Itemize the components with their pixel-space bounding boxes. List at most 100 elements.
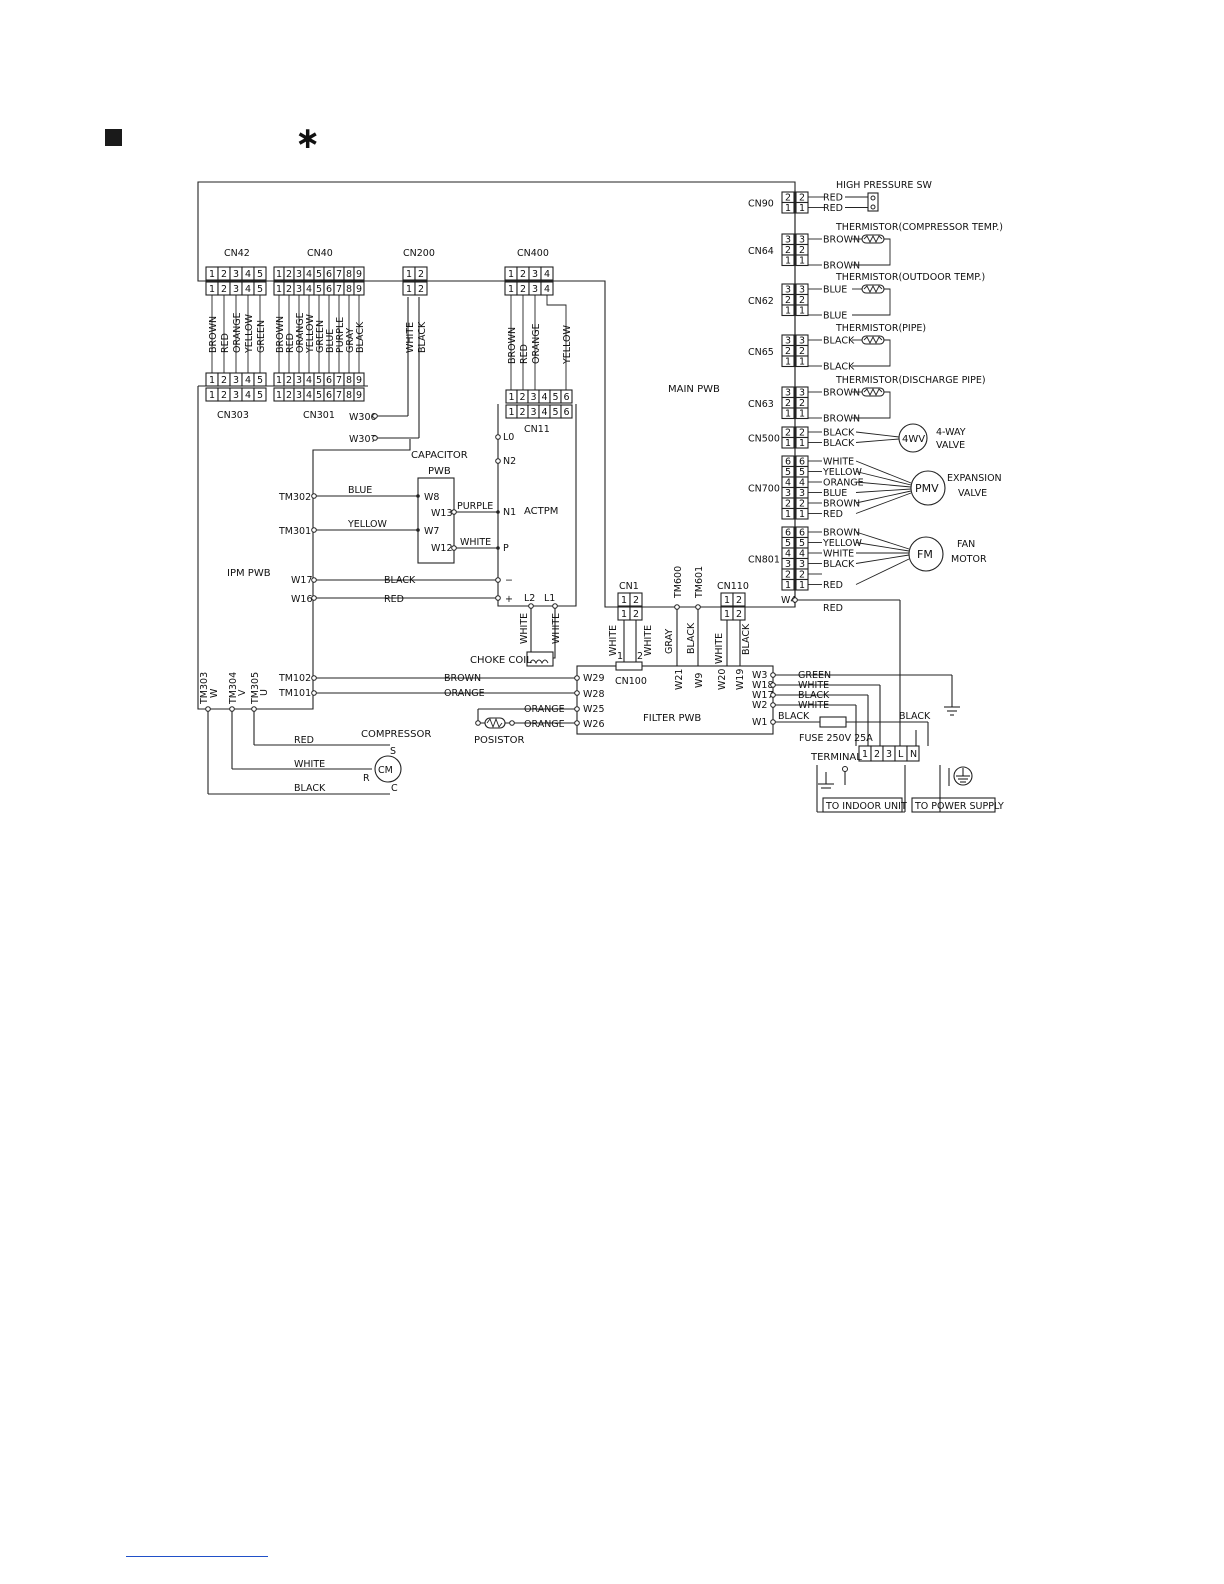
pin-number: 8 — [346, 284, 352, 295]
cn303-label: CN303 — [217, 410, 249, 421]
pin-number: 3 — [296, 390, 302, 401]
pin-number: 4 — [245, 375, 251, 386]
pin-number: 3 — [785, 235, 791, 246]
pin-number: 1 — [621, 595, 627, 606]
filter-pwb-box — [576, 665, 774, 735]
expansion-valve-symbol — [910, 470, 946, 506]
pin-number: 5 — [553, 407, 559, 418]
tm600-label: TM600 — [673, 566, 684, 599]
tm601-label: TM601 — [694, 566, 705, 599]
pin-number: 2 — [221, 390, 227, 401]
s-label: S — [390, 746, 396, 757]
wire-color-label: BLACK — [417, 321, 428, 353]
w20-label: W20 — [717, 669, 728, 690]
wire-color-label: BROWN — [823, 414, 860, 425]
wire-white-l1-label: WHITE — [551, 613, 562, 644]
wire-gray-label: GRAY — [664, 629, 675, 654]
w19-label: W19 — [735, 669, 746, 690]
pin-number: 1 — [799, 438, 805, 449]
wire-color-label: WHITE — [823, 457, 854, 468]
pin-number: 2 — [633, 609, 639, 620]
pin-number: 2 — [785, 346, 791, 357]
pin-number: 2 — [286, 284, 292, 295]
pin-number: 7 — [336, 375, 342, 386]
w3-label: W3 — [752, 670, 767, 681]
pin-number: 3 — [296, 284, 302, 295]
pin-number: 5 — [799, 467, 805, 478]
pin-number: 1 — [799, 306, 805, 317]
section-asterisk: ∗ — [295, 121, 321, 156]
connector-label: CN63 — [748, 399, 774, 410]
pin-number: 3 — [785, 388, 791, 399]
wire-black-label: BLACK — [384, 575, 416, 586]
valve4-symbol-label: 4WV — [902, 434, 925, 445]
pin-number: 6 — [564, 392, 570, 403]
pin-number: 4 — [785, 478, 791, 489]
pin-number: 1 — [785, 256, 791, 267]
pin-number: 1 — [509, 407, 515, 418]
wire-white-l2-label: WHITE — [519, 613, 530, 644]
fuse-label: FUSE 250V 25A — [799, 733, 873, 744]
plus-label: + — [505, 594, 513, 605]
wire-white-comp-label: WHITE — [294, 759, 325, 770]
wire-orange-label: ORANGE — [444, 688, 485, 699]
wire-color-label: YELLOW — [822, 467, 863, 478]
pin-number: 2 — [221, 375, 227, 386]
pin-number: 1 — [509, 392, 515, 403]
pin-number: 4 — [542, 407, 548, 418]
n1-label: N1 — [503, 507, 516, 518]
pin-number: 5 — [785, 538, 791, 549]
pin-number: 3 — [799, 235, 805, 246]
wire-white-cn110-label: WHITE — [714, 633, 725, 664]
ipm-pwb-outline — [197, 386, 411, 710]
pin-number: 6 — [799, 528, 805, 539]
to-power-supply-label: TO POWER SUPPLY — [914, 801, 1004, 812]
pmv-symbol-label: PMV — [915, 482, 939, 495]
pin-number: 7 — [336, 390, 342, 401]
connector-label: CN65 — [748, 347, 774, 358]
p-label: P — [503, 543, 509, 554]
pin-number: 3 — [532, 284, 538, 295]
pin-number: 3 — [233, 390, 239, 401]
wire-color-label: GREEN — [315, 320, 326, 353]
wire-color-label: BROWN — [823, 388, 860, 399]
fm-symbol-label: FM — [917, 548, 933, 561]
pin-number: 4 — [799, 478, 805, 489]
pin-number: 4 — [245, 284, 251, 295]
cn1-label: CN1 — [619, 581, 639, 592]
pin-number: 1 — [209, 375, 215, 386]
component-title: THERMISTOR(COMPRESSOR TEMP.) — [835, 222, 1003, 233]
wire-color-label: RED — [220, 333, 231, 353]
pin-number: 3 — [296, 375, 302, 386]
pin-number: 2 — [799, 193, 805, 204]
pin-number: 4 — [544, 269, 550, 280]
r-label: R — [363, 773, 370, 784]
pin-number: 3 — [532, 269, 538, 280]
pin-number: 4 — [245, 269, 251, 280]
wire-black-w1-label: BLACK — [778, 711, 810, 722]
pin-number: 5 — [316, 269, 322, 280]
pin-number: 1 — [785, 509, 791, 520]
pin-number: 1 — [799, 357, 805, 368]
tm102-label: TM102 — [278, 673, 311, 684]
wire-purple-label: PURPLE — [457, 501, 493, 512]
pin-number: 2 — [286, 390, 292, 401]
pin-number: 3 — [233, 269, 239, 280]
pin-number: 1 — [276, 375, 282, 386]
ipm-pwb-label: IPM PWB — [227, 568, 271, 579]
wire-green-w3-label: GREEN — [798, 670, 831, 681]
pin-number: 2 — [633, 595, 639, 606]
wire-color-label: GRAY — [345, 328, 356, 353]
pin-number: 4 — [245, 390, 251, 401]
cn100-pin1: 1 — [617, 651, 623, 662]
wire-white-cn1a-label: WHITE — [608, 625, 619, 656]
actpm-outline — [497, 404, 577, 607]
posistor-label: POSISTOR — [474, 735, 525, 746]
pin-number: 2 — [520, 269, 526, 280]
